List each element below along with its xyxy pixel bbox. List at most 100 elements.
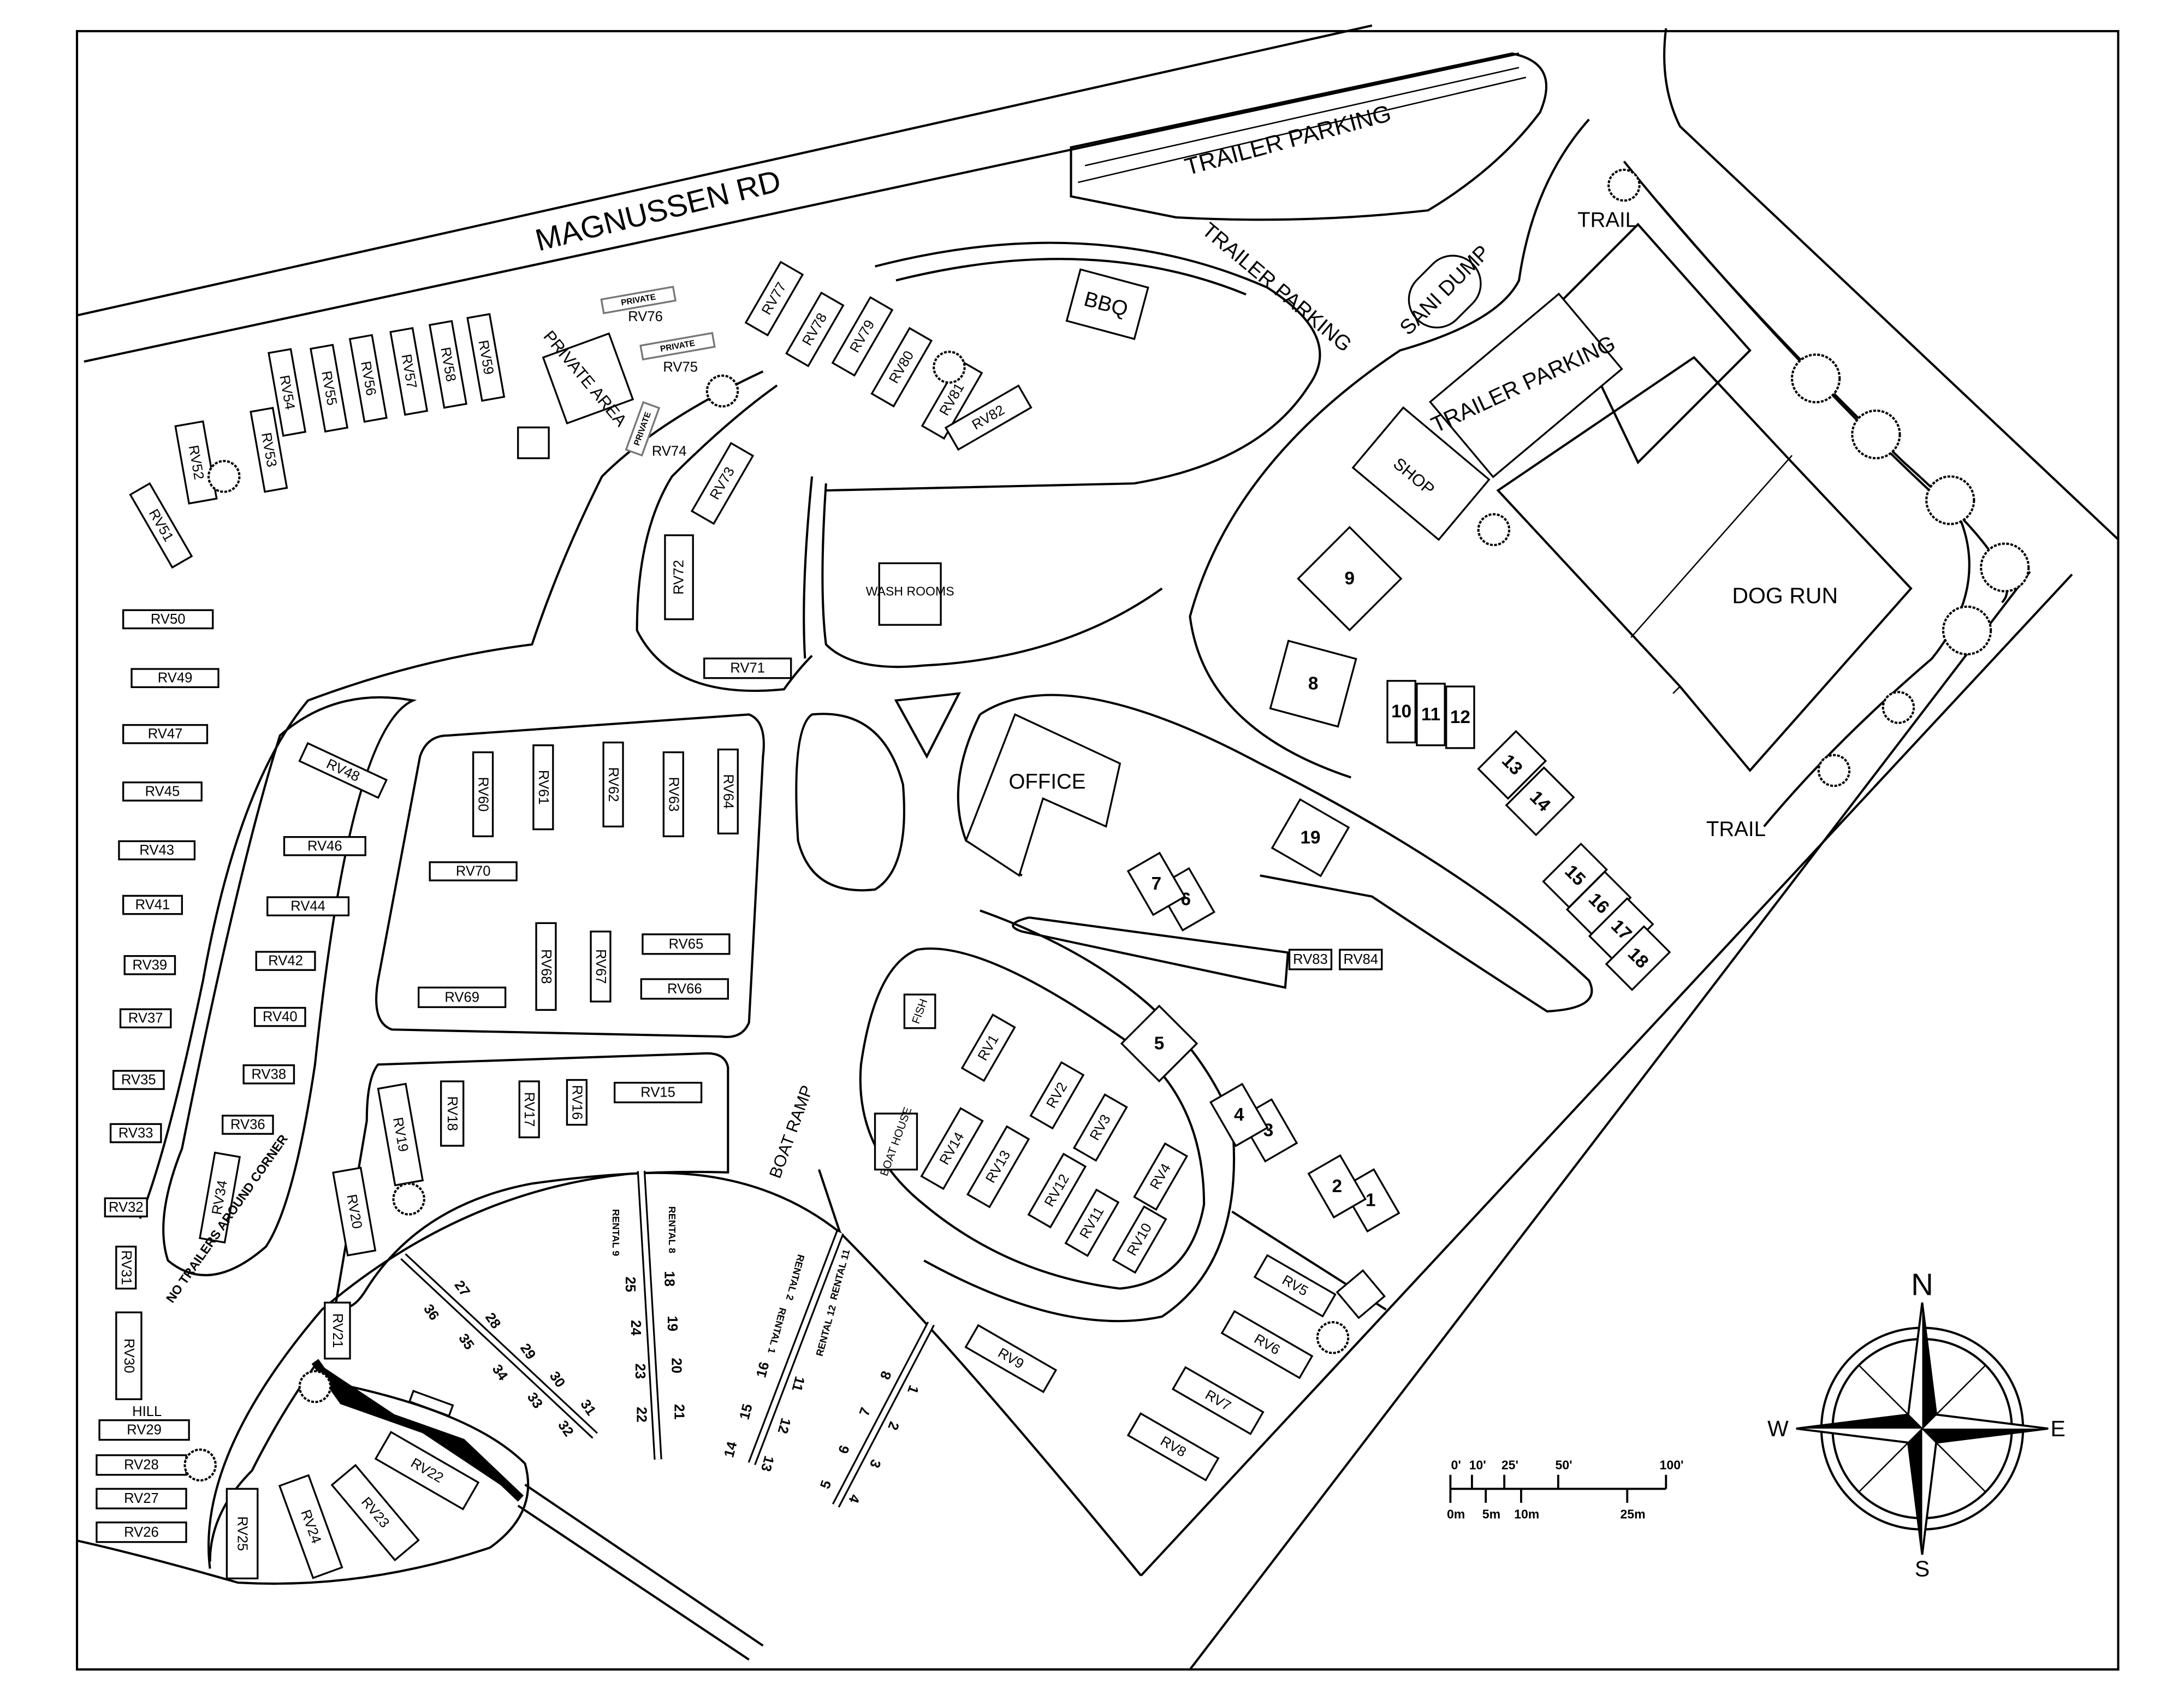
rv-site-pad [324,1301,351,1360]
rv-site[interactable]: RV2 [1029,1061,1085,1130]
rv-site[interactable]: RV13 [966,1125,1030,1209]
rv-site[interactable]: RV44 [266,896,350,916]
rv-site[interactable]: RV27 [96,1488,187,1509]
rv-site[interactable]: RV70 [429,861,518,881]
rv-site[interactable]: RV56 [348,334,388,423]
rv-site[interactable]: RV1 [960,1013,1016,1082]
rv-site[interactable]: RV20 [332,1166,377,1257]
rv-site[interactable]: RV57 [389,327,429,416]
cabin[interactable]: 2 [1307,1154,1367,1219]
rv-site[interactable]: RV65 [642,933,731,955]
cabin[interactable]: 10 [1386,680,1416,744]
cabin[interactable]: 7 [1126,851,1186,916]
rv-site[interactable]: RV68 [535,922,557,1011]
rv-site[interactable]: RV16 [566,1079,588,1126]
rv-site[interactable]: RV52 [174,420,218,505]
rv-site[interactable]: RV26 [96,1521,187,1543]
rv-site[interactable]: RV3 [1072,1093,1128,1162]
cabin[interactable]: 8 [1269,639,1357,728]
rv-site[interactable]: RV58 [429,320,468,409]
rv-site[interactable]: RV9 [964,1324,1058,1394]
rv-site[interactable]: RV22 [374,1431,480,1511]
rv-site[interactable]: RV67 [590,931,612,1003]
cabin[interactable]: 16 [1565,870,1632,937]
rv-site[interactable]: RV5 [1253,1254,1337,1318]
rv-site[interactable]: RV74 [652,443,687,459]
rv-site[interactable]: RV50 [122,609,214,630]
rv-site[interactable]: RV62 [602,741,624,828]
rv-site[interactable]: RV80 [870,327,933,408]
rv-site[interactable]: RV63 [662,751,684,838]
rv-site[interactable]: RV54 [268,348,307,437]
rv-site[interactable]: RV49 [130,668,219,688]
rv-site[interactable]: RV36 [222,1115,274,1135]
rv-site[interactable]: RV47 [122,724,209,744]
rv-site[interactable]: RV24 [278,1474,343,1579]
cabin[interactable]: 4 [1209,1082,1269,1147]
rv-site[interactable]: RV21 [324,1301,351,1360]
cabin[interactable]: 18 [1605,925,1671,991]
rv-site[interactable]: RV84 [1339,949,1383,970]
rv-site[interactable]: RV18 [440,1080,465,1147]
rv-site[interactable]: RV30 [115,1311,143,1400]
rv-site[interactable]: RV53 [250,406,288,493]
rv-site[interactable]: RV8 [1126,1412,1220,1482]
rv-site[interactable]: RV37 [119,1008,172,1029]
inner-road [139,370,813,1219]
cabin[interactable]: 11 [1416,683,1446,747]
rv-site[interactable]: RV83 [1288,949,1333,970]
rv-site[interactable]: RV75 [663,359,698,375]
rv-site[interactable]: RV32 [104,1197,148,1218]
rv-site[interactable]: RV46 [283,836,366,856]
rv-site[interactable]: RV45 [122,781,203,802]
rv-site[interactable]: RV17 [518,1080,540,1139]
cabin[interactable]: 9 [1297,525,1403,632]
cabin[interactable]: 17 [1588,897,1654,963]
cabin[interactable]: 19 [1271,798,1350,878]
rv-site[interactable]: RV33 [109,1123,162,1144]
rv-site[interactable]: RV73 [690,442,755,525]
rv-site[interactable]: RV10 [1112,1205,1167,1274]
rv-site[interactable]: RV69 [418,986,507,1008]
rv-site[interactable]: RV40 [254,1006,306,1027]
rv-site[interactable]: RV31 [115,1246,137,1290]
rv-site[interactable]: RV61 [532,744,554,831]
rv-site[interactable]: RV77 [744,260,804,337]
rv-site[interactable]: RV41 [122,895,183,915]
rv-site[interactable]: RV23 [330,1464,420,1562]
rv-site[interactable]: RV15 [613,1082,703,1104]
rv-site[interactable]: RV51 [129,482,193,569]
rv-site-label: RV40 [263,1009,298,1024]
cabin[interactable]: 5 [1120,1004,1198,1083]
rv-site[interactable]: RV60 [472,751,494,838]
rv-site[interactable]: RV55 [310,343,349,433]
rv-site[interactable]: RV78 [785,291,845,368]
rv-site[interactable]: RV38 [242,1064,295,1085]
rv-site[interactable]: RV7 [1171,1366,1265,1436]
rv-site[interactable]: RV59 [466,313,506,402]
cabin[interactable]: 13 [1477,730,1547,800]
rv-site[interactable]: RV6 [1220,1310,1314,1379]
rv-site[interactable]: RV48 [298,742,388,799]
rv-site[interactable]: RV42 [255,951,316,971]
rv-site[interactable]: RV35 [112,1070,165,1090]
rv-site[interactable]: RV64 [717,748,739,834]
rv-site[interactable]: RV76 [628,309,663,324]
rv-site[interactable]: RV25 [225,1488,259,1580]
rv-site[interactable]: RV39 [123,955,176,975]
rv-site[interactable]: RV66 [640,978,729,1000]
rv-site[interactable]: RV28 [96,1454,187,1476]
rv-site[interactable]: RV11 [1064,1188,1120,1257]
cabin[interactable]: 12 [1445,685,1475,749]
rv-site[interactable]: RV14 [920,1107,984,1191]
cabin[interactable]: 14 [1505,766,1575,837]
rv-site[interactable]: RV79 [831,296,894,377]
rv-site[interactable]: RV72 [664,534,694,620]
rv-site[interactable]: RV71 [703,658,792,679]
rv-site[interactable]: RV19 [377,1082,424,1187]
rv-site[interactable]: RV43 [118,840,196,861]
rv-site[interactable]: RV34 [199,1151,241,1244]
rv-site[interactable]: RV4 [1133,1142,1189,1211]
rv-site[interactable]: RV29 [98,1419,190,1441]
rv-site[interactable]: RV12 [1027,1152,1087,1229]
